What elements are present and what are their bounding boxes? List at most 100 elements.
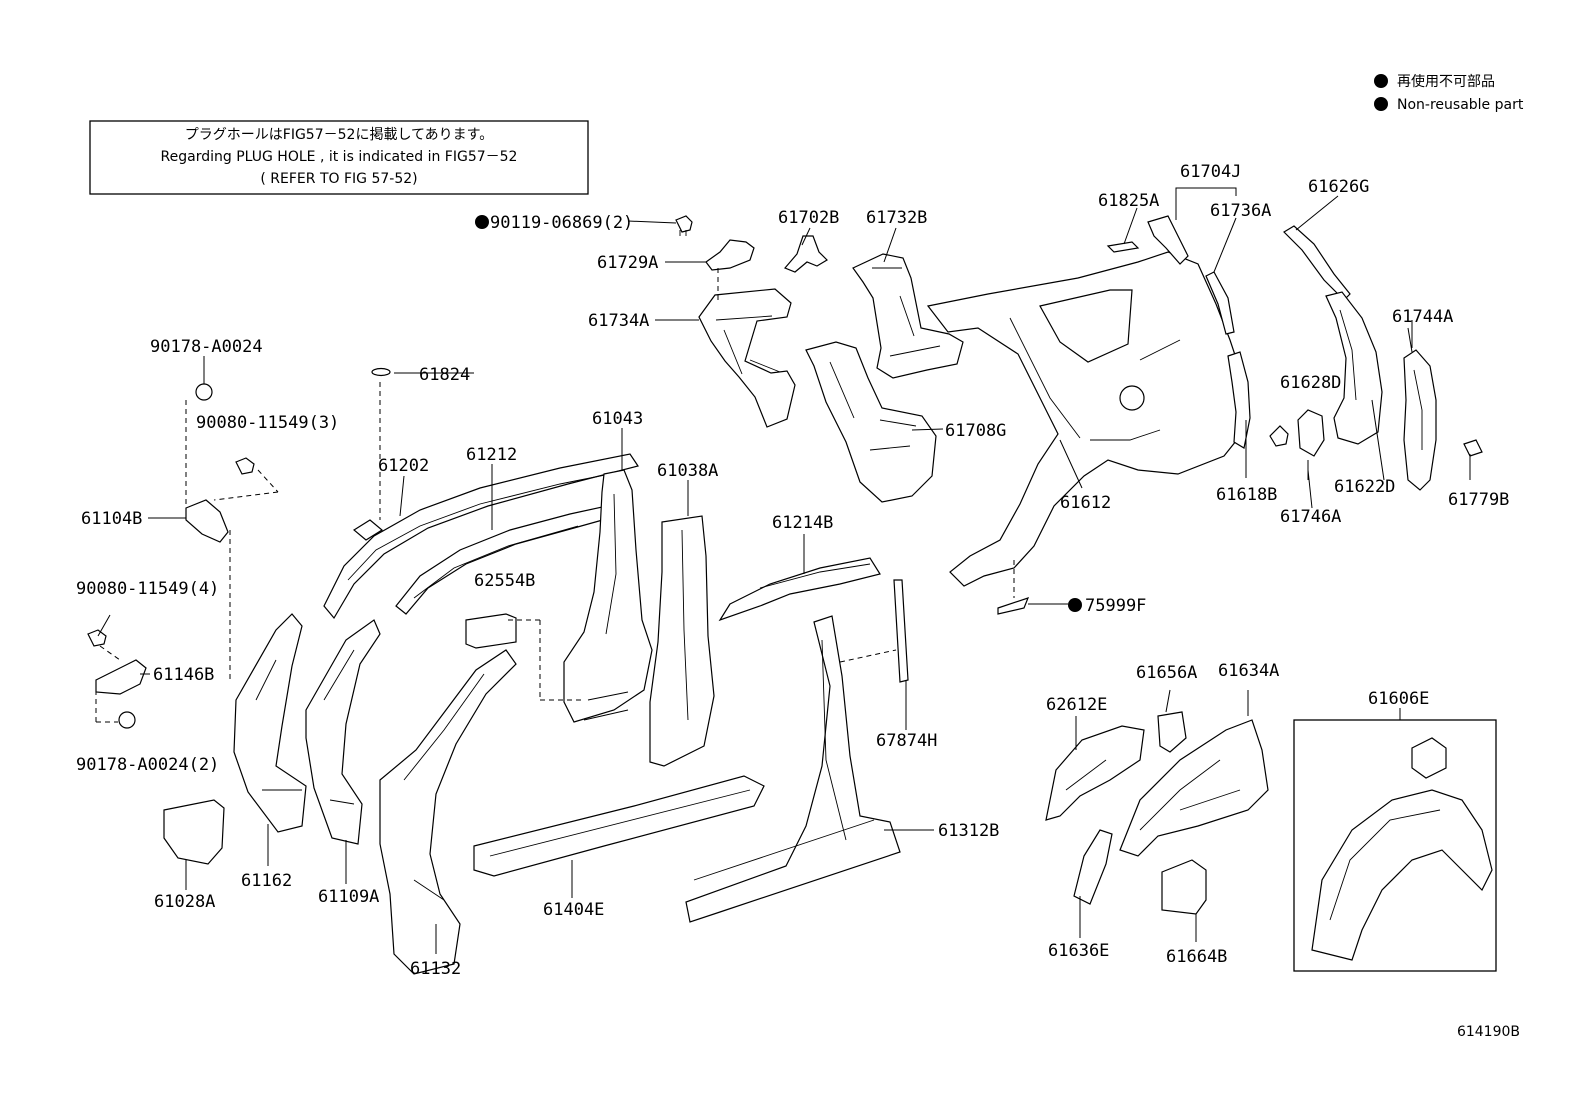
part-label-61622D: 61622D (1334, 477, 1395, 497)
figure-code: 614190B (1457, 1024, 1520, 1040)
part-label-75999F: 75999F (1085, 596, 1146, 616)
non-reusable-marker-icon (1374, 74, 1388, 88)
part-label-61104B: 61104B (81, 509, 142, 529)
part-label-61109A: 61109A (318, 887, 379, 907)
part-61214B-drawing (718, 557, 881, 622)
part-61824-drawing (371, 367, 391, 377)
part-62554B-drawing (465, 613, 517, 649)
part-75999F-drawing (997, 597, 1030, 615)
leader-lines (95, 187, 1471, 954)
part-61656A-drawing (1157, 711, 1187, 753)
part-label-61702B: 61702B (778, 208, 839, 228)
non-reusable-marker-icon (1068, 598, 1082, 612)
part-label-61704J: 61704J (1180, 162, 1241, 182)
part-label-61162: 61162 (241, 871, 292, 891)
part-62612E-drawing (1045, 725, 1145, 821)
part-67874H-drawing (893, 579, 909, 683)
bolt-90119-drawing (675, 215, 693, 236)
part-label-61043: 61043 (592, 409, 643, 429)
part-label-62612E: 62612E (1046, 695, 1107, 715)
part-61146B-drawing (95, 659, 147, 695)
part-label-61606E: 61606E (1368, 689, 1429, 709)
part-label-61202: 61202 (378, 456, 429, 476)
part-61744A-drawing (1403, 349, 1437, 491)
part-label-61744A: 61744A (1392, 307, 1453, 327)
part-61618B-drawing (1227, 351, 1251, 449)
non-reusable-marker-icon (475, 215, 489, 229)
part-label-90080-11549-3: 90080-11549(3) (196, 413, 339, 433)
clip-90178-2-drawing (118, 711, 136, 729)
part-61043-drawing (563, 469, 653, 723)
part-61746A-drawing (1297, 409, 1325, 457)
part-label-61656A: 61656A (1136, 663, 1197, 683)
part-label-61312B: 61312B (938, 821, 999, 841)
part-label-90178-A0024: 90178-A0024 (150, 337, 263, 357)
part-label-61729A: 61729A (597, 253, 658, 273)
part-61606E-assembly-box (1293, 719, 1497, 972)
part-label-61628D: 61628D (1280, 373, 1341, 393)
part-61628D-drawing (1269, 425, 1289, 447)
part-61162-drawing (233, 613, 307, 833)
part-label-90119-06869: 90119-06869(2) (490, 213, 633, 233)
note-line-2: Regarding PLUG HOLE , it is indicated in… (161, 149, 518, 165)
part-label-67874H: 67874H (876, 731, 937, 751)
part-label-61146B: 61146B (153, 665, 214, 685)
part-label-90080-11549-4: 90080-11549(4) (76, 579, 219, 599)
part-label-61028A: 61028A (154, 892, 215, 912)
part-label-61612: 61612 (1060, 493, 1111, 513)
legend: 再使用不可部品 Non-reusable part (1374, 73, 1524, 113)
bolt-90080-4-drawing (87, 629, 107, 647)
part-61622D-drawing (1325, 291, 1383, 445)
part-label-61732B: 61732B (866, 208, 927, 228)
part-61028A-drawing (163, 799, 225, 865)
part-label-61746A: 61746A (1280, 507, 1341, 527)
plug-hole-note: プラグホールはFIG57－52に掲載してあります。 Regarding PLUG… (89, 120, 589, 195)
part-61708G-drawing (805, 341, 937, 503)
part-61729A-drawing (705, 239, 755, 271)
part-label-61734A: 61734A (588, 311, 649, 331)
part-label-61132: 61132 (410, 959, 461, 979)
part-61132-drawing (379, 649, 517, 975)
part-61404E-drawing (473, 775, 765, 877)
part-label-61404E: 61404E (543, 900, 604, 920)
part-61636E-drawing (1073, 829, 1113, 905)
part-61634A-drawing (1119, 719, 1269, 857)
clip-90178-drawing (195, 383, 213, 401)
non-reusable-marker-icon (1374, 97, 1388, 111)
note-line-1: プラグホールはFIG57－52に掲載してあります。 (185, 127, 493, 143)
part-label-61825A: 61825A (1098, 191, 1159, 211)
part-label-61779B: 61779B (1448, 490, 1509, 510)
part-label-61824: 61824 (419, 365, 470, 385)
part-label-61736A: 61736A (1210, 201, 1271, 221)
part-label-61708G: 61708G (945, 421, 1006, 441)
legend-jp: 再使用不可部品 (1397, 73, 1495, 90)
part-label-61212: 61212 (466, 445, 517, 465)
part-61109A-drawing (305, 619, 381, 845)
bolt-90080-3-drawing (235, 457, 255, 475)
part-61825A-drawing (1106, 241, 1140, 253)
part-61626G-drawing (1283, 225, 1351, 301)
part-61704J-drawing (1147, 215, 1189, 265)
part-61779B-drawing (1463, 439, 1483, 457)
part-61732B-drawing (852, 253, 964, 379)
part-label-61618B: 61618B (1216, 485, 1277, 505)
part-61104B-drawing (185, 499, 229, 543)
part-61038A-drawing (649, 515, 715, 767)
part-label-61636E: 61636E (1048, 941, 1109, 961)
part-label-61214B: 61214B (772, 513, 833, 533)
part-label-61626G: 61626G (1308, 177, 1369, 197)
part-61664B-drawing (1161, 859, 1207, 915)
part-61702B-drawing (783, 235, 828, 273)
part-61734A-drawing (698, 288, 796, 428)
part-label-61664B: 61664B (1166, 947, 1227, 967)
legend-en: Non-reusable part (1397, 97, 1524, 113)
part-label-90178-A0024-2: 90178-A0024(2) (76, 755, 219, 775)
part-label-61038A: 61038A (657, 461, 718, 481)
note-line-3: ( REFER TO FIG 57-52) (260, 171, 417, 187)
part-number-labels: 90119-06869(2) 61729A 61702B 61732B 6182… (76, 162, 1509, 979)
part-label-61634A: 61634A (1218, 661, 1279, 681)
part-61612-drawing (926, 251, 1243, 587)
part-61202-drawing (323, 453, 639, 620)
part-61312B-drawing (685, 615, 901, 923)
